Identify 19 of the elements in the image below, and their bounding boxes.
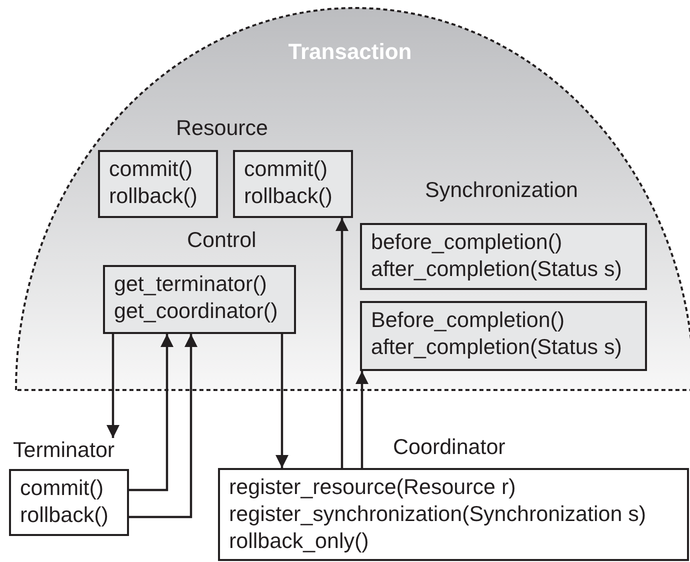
domain-title: Transaction — [287, 40, 413, 64]
class-name: Control — [187, 228, 256, 252]
class-name: Synchronization — [425, 178, 578, 202]
class-name: Resource — [176, 116, 268, 140]
method-box: before_completion() after_completion(Status s) — [360, 223, 647, 290]
method-box: commit() rollback() — [98, 150, 218, 218]
arrow — [336, 218, 348, 468]
arrow — [356, 371, 368, 468]
method-box: register_resource(Resource r) register_synchronization(Synchronization s) rollback_only() — [218, 468, 689, 561]
arrow — [129, 334, 174, 492]
method-box: commit() rollback() — [9, 469, 129, 536]
class-name: Coordinator — [393, 435, 506, 459]
arrow — [129, 334, 198, 518]
arrow — [276, 334, 288, 468]
class-name: Terminator — [12, 438, 116, 464]
method-box: get_terminator() get_coordinator() — [103, 265, 296, 334]
arrow — [106, 334, 120, 438]
method-box: Before_completion() after_completion(Status s) — [360, 301, 647, 371]
method-box: commit() rollback() — [233, 150, 353, 218]
